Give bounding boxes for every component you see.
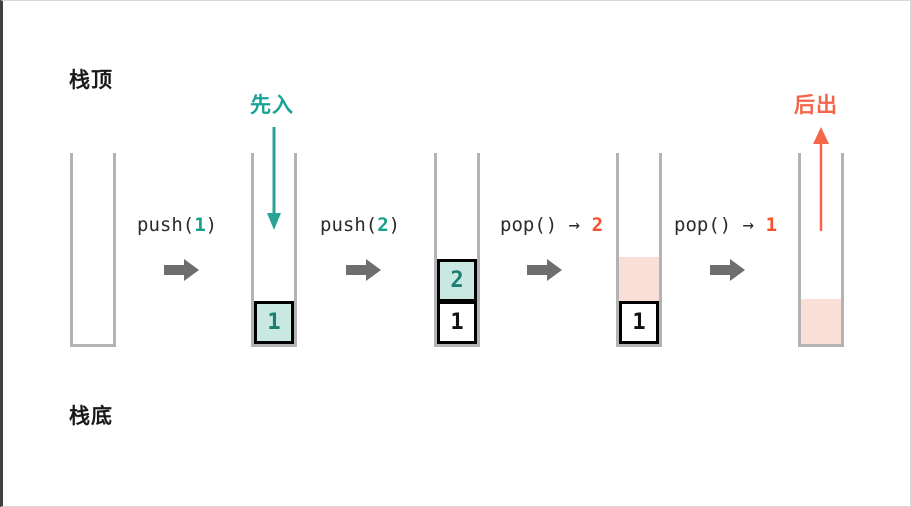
stack-cells: 1 bbox=[619, 153, 659, 344]
stack-wall-left bbox=[70, 153, 73, 347]
operation-fn: pop() bbox=[674, 214, 732, 236]
last-out-up-arrow-icon bbox=[806, 127, 836, 231]
stack-container-1 bbox=[70, 153, 116, 347]
right-arrow-icon bbox=[527, 258, 563, 282]
stack-wall-bottom bbox=[434, 344, 480, 347]
stack-wall-right bbox=[113, 153, 116, 347]
stack-wall-right bbox=[294, 153, 297, 347]
stack-wall-bottom bbox=[70, 344, 116, 347]
result-arrow-icon: → bbox=[568, 214, 581, 236]
operation-label-push-1: push(1) bbox=[137, 214, 217, 236]
stack-cell: 2 bbox=[437, 259, 477, 302]
stack-cell: 1 bbox=[437, 301, 477, 344]
stack-container-3: 2 1 bbox=[434, 153, 480, 347]
operation-fn: push( bbox=[320, 214, 378, 236]
stack-container-5 bbox=[798, 153, 844, 347]
right-arrow-icon bbox=[710, 258, 746, 282]
operation-label-pop-1: pop() → 1 bbox=[674, 214, 777, 236]
stack-cells: 1 bbox=[254, 153, 294, 344]
operation-fn: pop() bbox=[500, 214, 558, 236]
stack-wall-bottom bbox=[251, 344, 297, 347]
operation-fn: push( bbox=[137, 214, 195, 236]
stack-cells: 2 1 bbox=[437, 153, 477, 344]
stack-bottom-label: 栈底 bbox=[69, 404, 113, 428]
stack-wall-bottom bbox=[616, 344, 662, 347]
stack-wall-left bbox=[434, 153, 437, 347]
stack-top-label: 栈顶 bbox=[69, 68, 113, 92]
stack-wall-right bbox=[659, 153, 662, 347]
operation-close: ) bbox=[205, 214, 218, 236]
right-arrow-icon bbox=[346, 258, 382, 282]
operation-label-pop-2: pop() → 2 bbox=[500, 214, 603, 236]
stack-wall-left bbox=[798, 153, 801, 347]
operation-close: ) bbox=[388, 214, 401, 236]
stack-wall-left bbox=[616, 153, 619, 347]
operation-value: 2 bbox=[377, 214, 389, 236]
operation-value: 2 bbox=[591, 214, 604, 236]
last-out-label: 后出 bbox=[794, 93, 838, 117]
stack-wall-right bbox=[477, 153, 480, 347]
stack-cell: 1 bbox=[619, 301, 659, 344]
stack-cell: 1 bbox=[254, 301, 294, 344]
stack-cells bbox=[801, 153, 841, 344]
operation-label-push-2: push(2) bbox=[320, 214, 400, 236]
first-in-label: 先入 bbox=[250, 93, 294, 117]
operation-value: 1 bbox=[765, 214, 778, 236]
first-in-down-arrow-icon bbox=[259, 127, 289, 231]
stack-wall-bottom bbox=[798, 344, 844, 347]
stack-wall-right bbox=[841, 153, 844, 347]
result-arrow-icon: → bbox=[742, 214, 755, 236]
stack-cell-removed-ghost bbox=[801, 299, 841, 344]
stack-wall-left bbox=[251, 153, 254, 347]
operation-value: 1 bbox=[194, 214, 206, 236]
stack-cells bbox=[73, 153, 113, 344]
stack-cell-removed-ghost bbox=[619, 257, 659, 302]
stack-container-4: 1 bbox=[616, 153, 662, 347]
right-arrow-icon bbox=[164, 258, 200, 282]
stack-container-2: 1 bbox=[251, 153, 297, 347]
